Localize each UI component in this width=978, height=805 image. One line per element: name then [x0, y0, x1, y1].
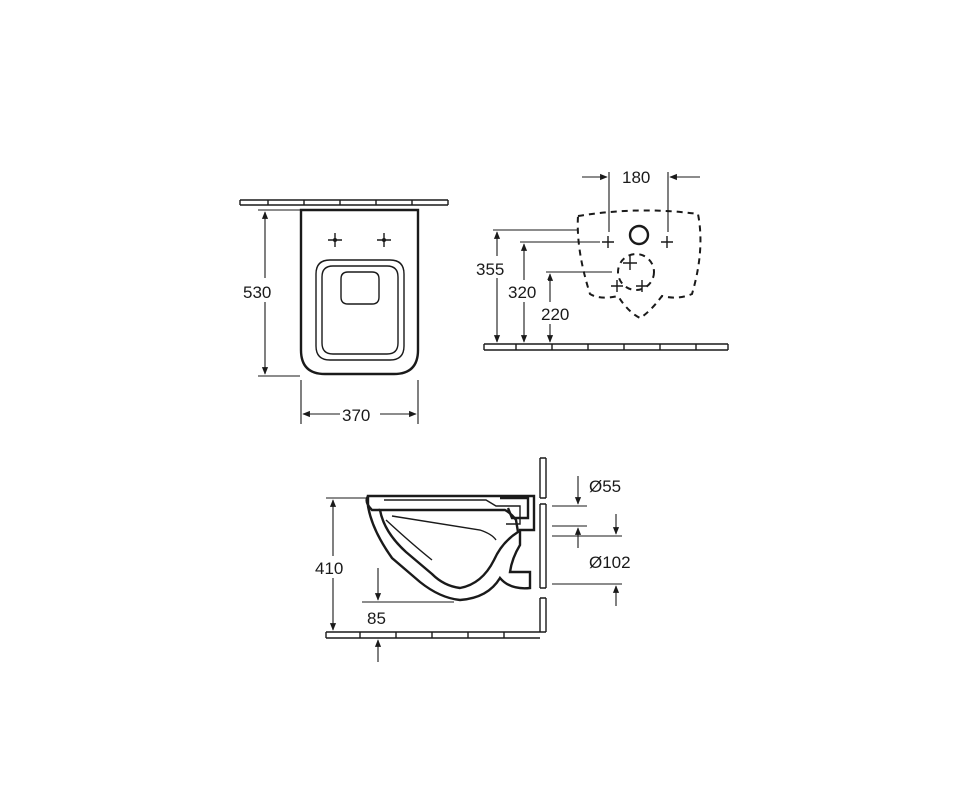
- seat-outline: [315, 259, 405, 361]
- fixing-mark-left: [328, 233, 342, 247]
- dim-o102-label: Ø102: [589, 553, 631, 572]
- rear-view: 180 355 320 220: [476, 168, 729, 351]
- bowl-outline: [299, 208, 420, 376]
- bowl-section-outer: [366, 494, 536, 602]
- top-view: 530 370: [239, 199, 449, 425]
- rear-view-floor: [483, 343, 729, 351]
- rear-fixing-marks: [602, 236, 673, 292]
- section-view: Ø55 Ø102 410 85: [314, 457, 631, 662]
- dim-370-label: 370: [342, 406, 370, 425]
- inner-dashed-circle: [617, 253, 655, 291]
- bowl-section-inner: [378, 508, 520, 590]
- dim-320-label: 320: [508, 283, 536, 302]
- flush-opening: [340, 271, 380, 305]
- dim-530-label: 530: [243, 283, 271, 302]
- section-wall: [539, 457, 547, 633]
- dim-180-label: 180: [622, 168, 650, 187]
- dim-410-label: 410: [315, 559, 343, 578]
- outlet-hole: [628, 224, 650, 246]
- pan-outline-dashed: [576, 209, 702, 320]
- dim-o55-label: Ø55: [589, 477, 621, 496]
- top-view-wall: [239, 199, 449, 206]
- dim-220-label: 220: [541, 305, 569, 324]
- dim-355-label: 355: [476, 260, 504, 279]
- section-floor: [325, 631, 540, 639]
- fixing-mark-right: [377, 233, 391, 247]
- dim-85-label: 85: [367, 609, 386, 628]
